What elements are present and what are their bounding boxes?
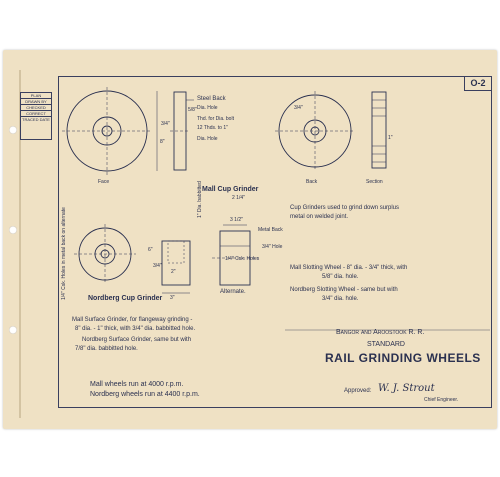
metal-back-label: Metal Back (258, 227, 283, 233)
punch-hole-middle (9, 226, 17, 234)
drawing-title: RAIL GRINDING WHEELS (325, 351, 481, 365)
holes-note: 1/4" Csk. Holes in metal back on alterna… (61, 207, 67, 300)
dim-6: 6" (148, 247, 153, 253)
dim-3: 3" (170, 295, 175, 301)
dim-3-4: 3/4" (161, 121, 170, 127)
standard-label: Standard (367, 341, 405, 348)
mall-surface-2: 8" dia. - 1" thick, with 3/4" dia. babbi… (75, 326, 196, 332)
plan-row: TRACED DATE (22, 117, 50, 122)
nordberg-surface-1: Nordberg Surface Grinder, same but with (82, 337, 192, 343)
punch-hole-bottom (9, 326, 17, 334)
cup-note-1: Cup Grinders used to grind down surplus (290, 205, 400, 211)
back-dim: 3/4" (294, 105, 303, 111)
nordberg-slotting-1: Nordberg Slotting Wheel - same but with (290, 287, 398, 293)
bolt-note: Thd. for Dia. bolt (197, 116, 234, 122)
babbitted-label: 1" Dia. babbitted (197, 181, 203, 218)
mall-slotting-2: 5/8" dia. hole. (322, 274, 359, 280)
punch-hole-top (9, 126, 17, 134)
face-label: Face (98, 179, 110, 185)
mall-cup-dim-top: 3 1/2" (230, 217, 243, 223)
plan-title: PLAN (21, 93, 51, 99)
mall-cup-dim-top2: 2 1/4" (232, 195, 245, 201)
approved-label: Approved: (344, 388, 372, 394)
hole-3-4-label: 3/4" Hole (262, 244, 283, 250)
section-label: Section (366, 179, 383, 185)
section-view (371, 91, 387, 169)
nordberg-cup-title: Nordberg Cup Grinder (88, 295, 163, 302)
plan-box: PLAN DRAWN BY CHECKED CORRECT TRACED DAT… (20, 92, 52, 140)
dim-8: 8" (160, 139, 165, 145)
hole-note-2: Dia. Hole (197, 136, 218, 142)
cup-note-2: metal on welded joint. (290, 214, 349, 220)
plan-row: DRAWN BY (21, 99, 51, 105)
mall-surface-1: Mall Surface Grinder, for flangeway grin… (72, 317, 193, 323)
back-label: Back (306, 179, 318, 185)
frac-1: 5/8" (188, 107, 197, 113)
binding-crease (19, 70, 21, 418)
hole-note-1: Dia. Hole (197, 105, 218, 111)
drawing-frame (58, 76, 492, 408)
section-dim: 1" (388, 135, 393, 141)
plan-row: CORRECT (21, 111, 51, 117)
mall-rpm: Mall wheels run at 4000 r.p.m. (90, 381, 184, 388)
nordberg-rpm: Nordberg wheels run at 4400 r.p.m. (90, 391, 200, 398)
nordberg-slotting-2: 3/4" dia. hole. (322, 296, 359, 302)
dim-2: 2" (171, 269, 176, 275)
csk-holes-label: 1/4" Csk. Holes (225, 256, 260, 262)
nordberg-surface-2: 7/8" dia. babbitted hole. (75, 346, 138, 352)
steel-back-label: Steel Back (197, 96, 226, 102)
signer-title: Chief Engineer. (424, 397, 459, 403)
plan-row: CHECKED (21, 105, 51, 111)
mall-cup-title: Mall Cup Grinder (202, 186, 259, 193)
mall-slotting-1: Mall Slotting Wheel - 8" dia. - 3/4" thi… (290, 265, 408, 271)
thds-note: 12 Thds. to 1" (197, 125, 228, 131)
dim-3-4-cup: 3/4" (153, 263, 162, 269)
alternate-label: Alternate. (220, 289, 246, 295)
sheet-number: O-2 (464, 76, 491, 91)
railroad-name: Bangor and Aroostook R. R. (336, 329, 425, 336)
signature: W. J. Strout (378, 383, 435, 394)
